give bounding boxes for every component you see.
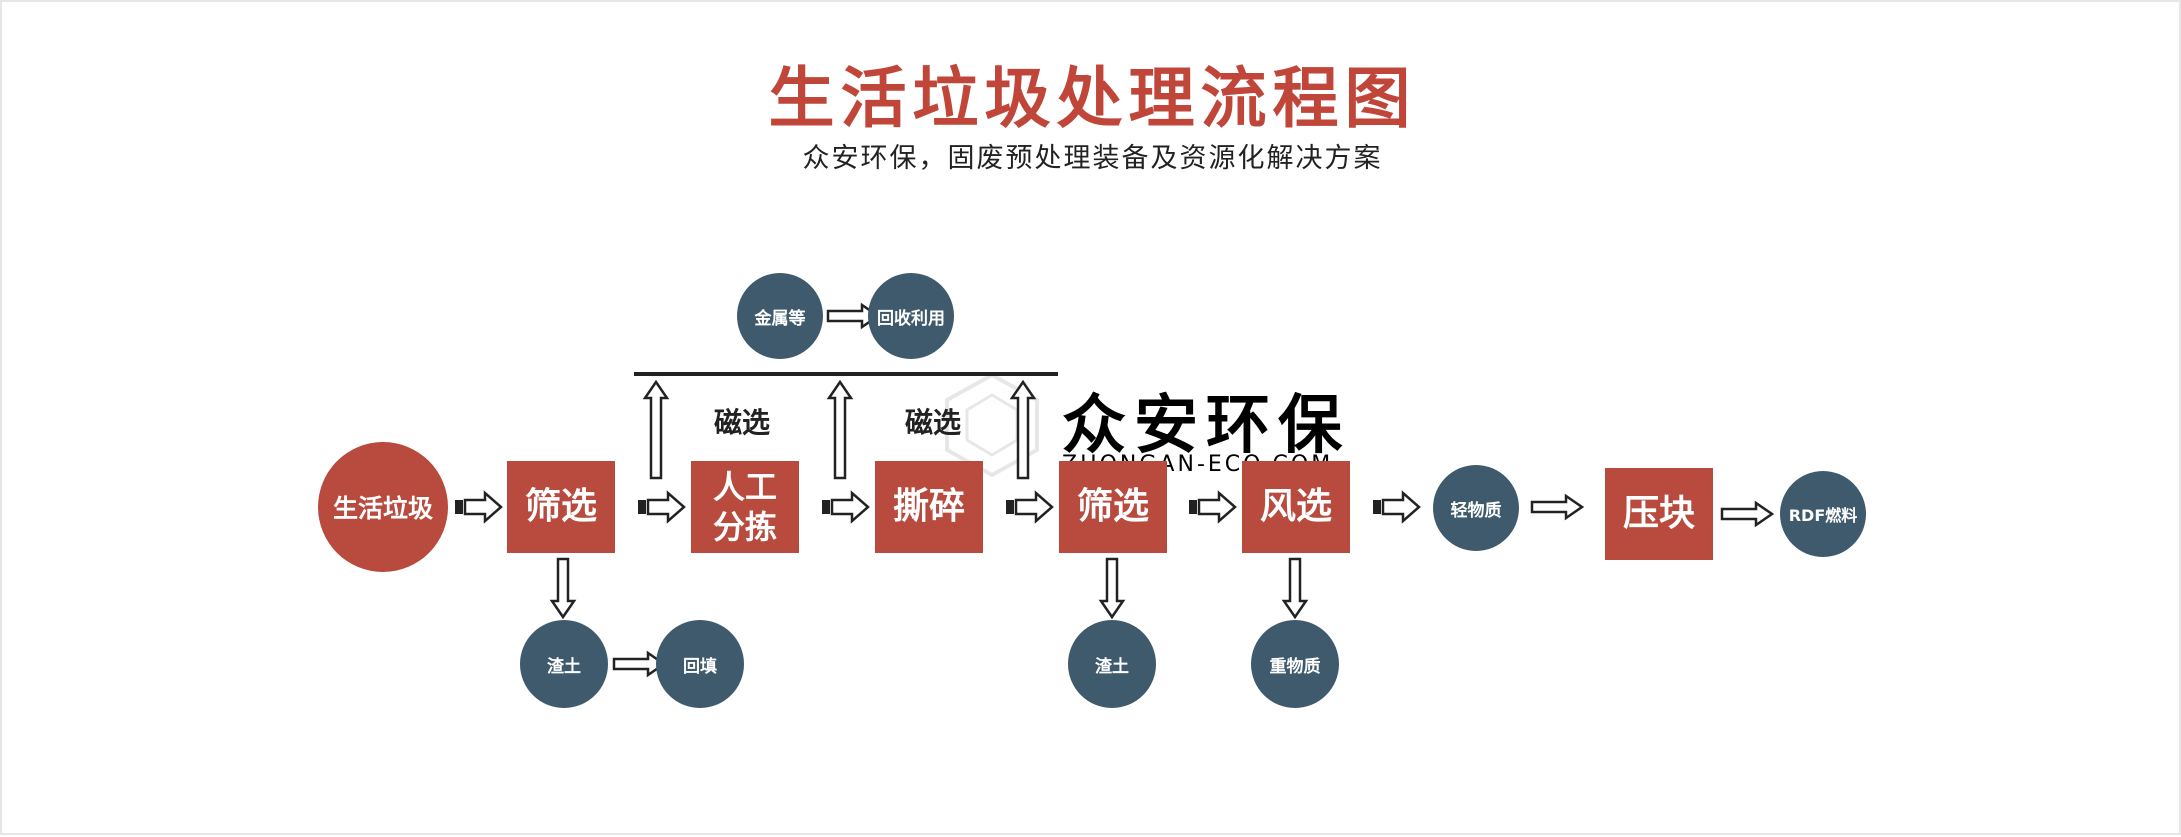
watermark-name: 众安环保: [1062, 389, 1350, 463]
arrow-light-to-press: [1530, 494, 1584, 520]
arrow-manual-to-shred: [820, 491, 870, 523]
arrow-up-2: [827, 380, 853, 480]
arrow-press-to-rdf: [1720, 501, 1774, 527]
node-metal: 金属等: [737, 273, 823, 359]
arrow-up-1: [643, 380, 669, 480]
node-manual-sort: 人工 分拣: [691, 461, 799, 553]
arrow-screen2-to-wind: [1187, 491, 1237, 523]
node-screen2: 筛选: [1059, 461, 1167, 553]
arrow-up-3: [1010, 380, 1036, 480]
node-start: 生活垃圾: [318, 442, 448, 572]
node-wind-sort: 风选: [1242, 461, 1350, 553]
node-rdf-fuel: RDF燃料: [1780, 471, 1866, 557]
arrow-screen1-to-soil: [550, 557, 576, 619]
node-backfill: 回填: [656, 620, 744, 708]
label-magnetic-2: 磁选: [905, 406, 962, 439]
arrow-screen1-to-manual: [636, 491, 686, 523]
node-press: 压块: [1605, 468, 1713, 560]
arrow-wind-to-light: [1371, 491, 1421, 523]
node-shred: 撕碎: [875, 461, 983, 553]
node-soil-1: 渣土: [520, 620, 608, 708]
arrow-screen2-to-soil: [1099, 557, 1125, 619]
node-soil-2: 渣土: [1068, 620, 1156, 708]
arrow-shred-to-screen2: [1004, 491, 1054, 523]
page-subtitle: 众安环保，固废预处理装备及资源化解决方案: [802, 143, 1383, 174]
label-magnetic-1: 磁选: [714, 406, 771, 439]
arrow-wind-to-heavy: [1282, 557, 1308, 619]
arrow-start-to-screen1: [453, 491, 503, 523]
node-heavy-material: 重物质: [1251, 620, 1339, 708]
node-recycle: 回收利用: [868, 273, 954, 359]
page-title: 生活垃圾处理流程图: [768, 60, 1417, 137]
node-screen1: 筛选: [507, 461, 615, 553]
node-light-material: 轻物质: [1433, 465, 1519, 551]
